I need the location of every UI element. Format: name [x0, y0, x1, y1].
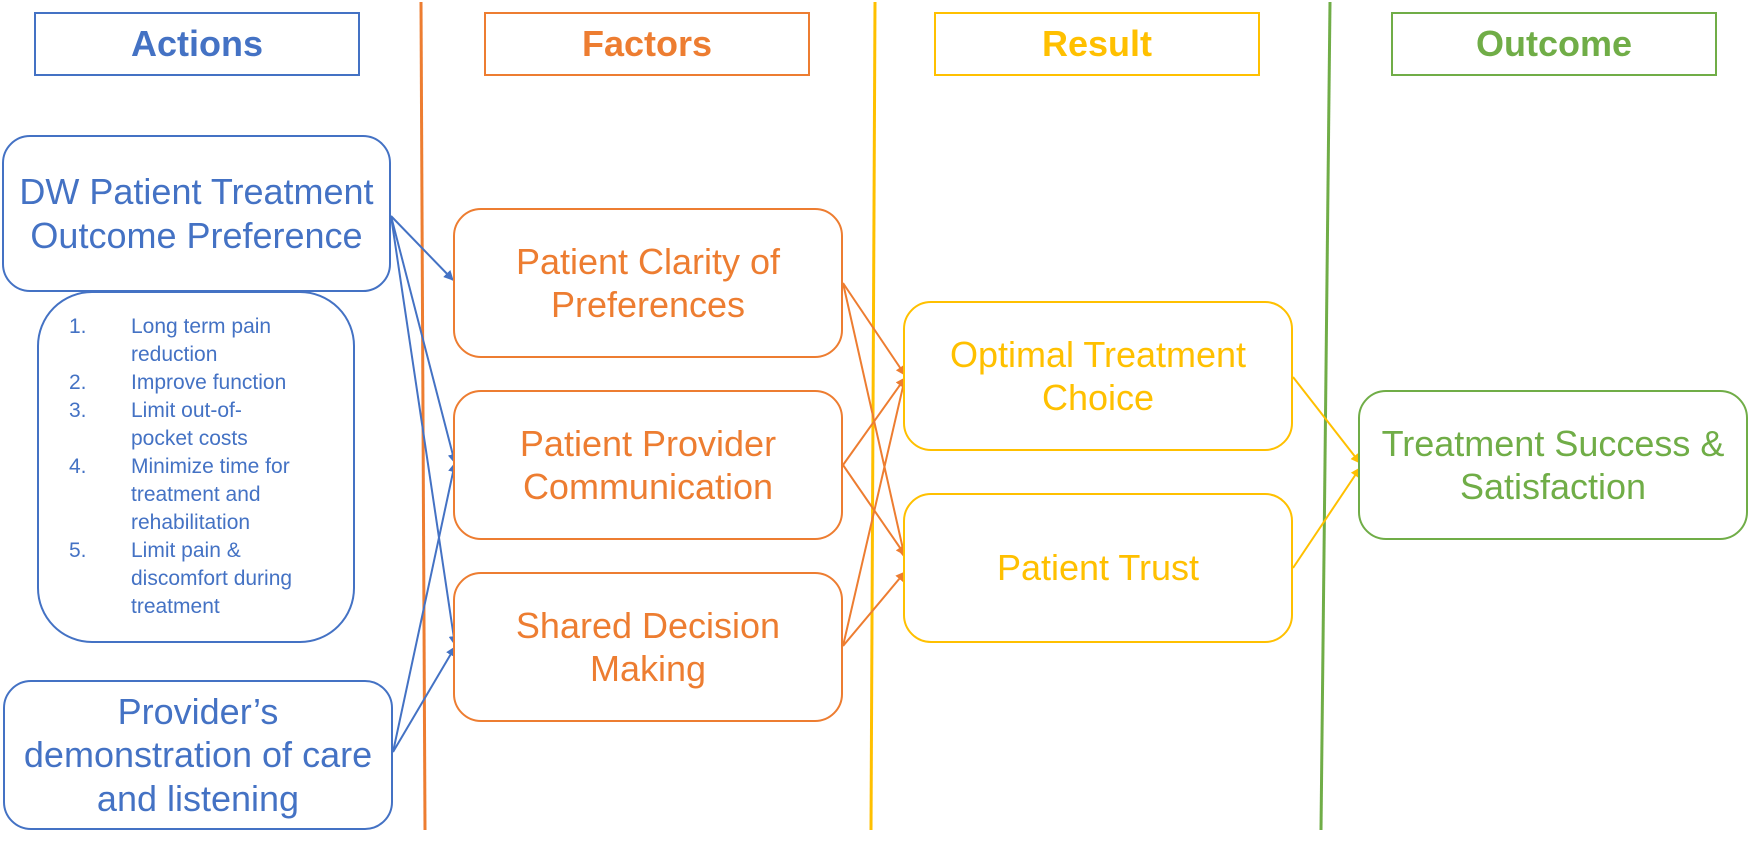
arrow-provider-to-communication: [392, 462, 459, 753]
preferences-list: 1.Long term pain reduction 2.Improve fun…: [37, 291, 355, 643]
shared-decision-making-box: Shared Decision Making: [453, 572, 843, 722]
arrow-shared-to-optimal: [842, 377, 908, 647]
patient-clarity-box: Patient Clarity of Preferences: [453, 208, 843, 358]
list-item: 1.Long term pain reduction: [69, 315, 272, 366]
arrow-provider-to-shared: [392, 646, 456, 753]
header-factors: Factors: [484, 12, 810, 76]
divider-green: [1319, 1, 1332, 831]
arrow-communication-to-optimal: [842, 377, 906, 466]
arrow-dw-to-shared: [390, 215, 459, 646]
arrow-dw-to-clarity: [390, 215, 454, 281]
arrow-clarity-to-optimal: [842, 282, 906, 376]
header-actions: Actions: [34, 12, 360, 76]
list-item: 5.Limit pain & discomfort during treatme…: [69, 539, 293, 618]
list-item: 2.Improve function: [69, 371, 287, 394]
patient-trust-box: Patient Trust: [903, 493, 1293, 643]
arrow-dw-to-communication: [390, 215, 458, 464]
arrow-optimal-to-success: [1292, 376, 1361, 464]
header-outcome: Outcome: [1391, 12, 1717, 76]
arrow-shared-to-trust: [842, 571, 906, 647]
header-result: Result: [934, 12, 1260, 76]
arrow-trust-to-success: [1292, 467, 1361, 569]
dw-patient-preference-box: DW Patient Treatment Outcome Preference: [2, 135, 391, 292]
treatment-success-box: Treatment Success & Satisfaction: [1358, 390, 1748, 540]
list-item: 3.Limit out-of-pocket costs: [69, 399, 248, 450]
list-item: 4.Minimize time for treatment and rehabi…: [69, 455, 290, 534]
patient-provider-communication-box: Patient Provider Communication: [453, 390, 843, 540]
optimal-treatment-choice-box: Optimal Treatment Choice: [903, 301, 1293, 451]
provider-care-box: Provider’s demonstration of care and lis…: [3, 680, 393, 830]
divider-orange: [419, 1, 427, 831]
